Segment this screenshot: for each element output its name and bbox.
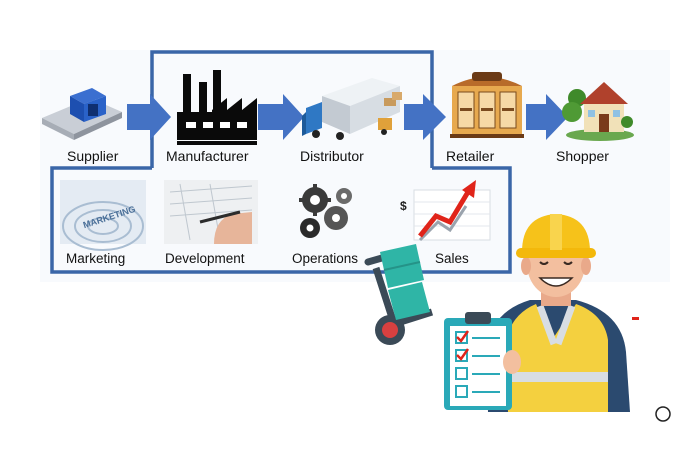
marketing-image: MARKETING: [60, 180, 146, 251]
label-development: Development: [165, 251, 245, 266]
retail-store-icon: [450, 72, 524, 138]
development-image: [164, 180, 258, 244]
lower-outline-box: [50, 166, 512, 274]
arrow-distributor-to-retailer: [404, 94, 446, 140]
sales-chart-image: $: [400, 180, 491, 242]
label-retailer: Retailer: [446, 148, 495, 164]
arrow-retailer-to-shopper: [526, 94, 568, 140]
label-sales: Sales: [435, 251, 469, 266]
label-supplier: Supplier: [67, 148, 119, 164]
factory-icon: [177, 70, 257, 145]
hand-truck-icon: [364, 244, 434, 345]
small-circle-mark: [655, 406, 671, 422]
dollar-sign: $: [400, 199, 407, 213]
truck-icon: [302, 78, 402, 140]
label-shopper: Shopper: [556, 148, 609, 164]
supplier-warehouse-icon: [42, 88, 122, 140]
label-manufacturer: Manufacturer: [166, 148, 249, 164]
label-operations: Operations: [292, 251, 359, 266]
arrow-supplier-to-manufacturer: [127, 94, 171, 140]
arrow-manufacturer-to-distributor: [258, 94, 304, 140]
label-distributor: Distributor: [300, 148, 364, 164]
clipboard-checklist-icon: [444, 312, 512, 410]
worker-hand: [503, 350, 521, 374]
worker-illustration: [486, 214, 630, 412]
house-icon: [562, 82, 634, 141]
small-red-mark: [632, 317, 639, 320]
operations-gears-image: [299, 184, 352, 238]
label-marketing: Marketing: [66, 251, 126, 266]
